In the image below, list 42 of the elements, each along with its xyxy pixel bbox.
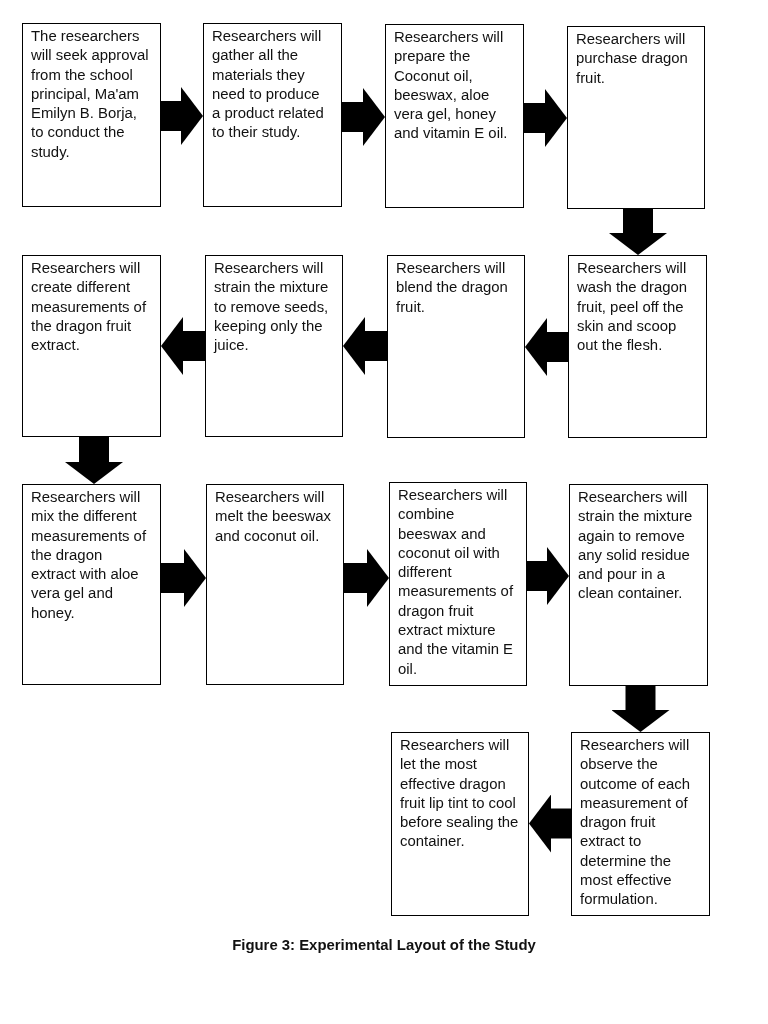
step-text: Researchers will combine beeswax and coconut oil with different measurements of dragon fruit extract mixture and the vitamin E oil. (398, 486, 515, 679)
block-arrow (524, 89, 567, 147)
step-text: Researchers will gather all the materials they need to produce a product related to their study. (212, 27, 325, 143)
step-text: Researchers will strain the mixture again to remove any solid residue and pour in a clean container. (578, 488, 694, 604)
block-arrow (525, 318, 568, 376)
block-arrow (161, 317, 205, 375)
step-text: Researchers will create different measurements of the dragon fruit extract. (31, 259, 148, 356)
block-arrow (342, 88, 385, 146)
process-box (391, 732, 529, 916)
block-arrow (609, 209, 667, 255)
step-text: The researchers will seek approval from the school principal, Ma'am Emilyn B. Borja, to conduct the study. (31, 27, 150, 162)
process-box (203, 23, 342, 207)
step-text: Researchers will blend the dragon fruit. (396, 259, 509, 317)
block-arrow (65, 437, 123, 484)
process-box (569, 484, 708, 686)
process-box (387, 255, 525, 438)
process-box (568, 255, 707, 438)
step-text: Researchers will wash the dragon fruit, peel off the skin and scoop out the flesh. (577, 259, 689, 356)
block-arrow (161, 87, 203, 145)
block-arrow (611, 686, 670, 732)
block-arrow (527, 547, 569, 605)
process-box (206, 484, 344, 685)
step-text: Researchers will purchase dragon fruit. (576, 30, 689, 88)
step-text: Researchers will melt the beeswax and coconut oil. (215, 488, 332, 546)
process-box (567, 26, 705, 209)
process-box (571, 732, 710, 916)
process-box (22, 23, 161, 207)
step-text: Researchers will observe the outcome of each measurement of dragon fruit extract to determine the most effective formulation. (580, 736, 692, 910)
block-arrow (343, 317, 387, 375)
step-text: Researchers will prepare the Coconut oil, beeswax, aloe vera gel, honey and vitamin E oil. (394, 28, 509, 144)
step-text: Researchers will strain the mixture to remove seeds, keeping only the juice. (214, 259, 330, 356)
process-box (22, 484, 161, 685)
block-arrow (529, 794, 571, 853)
step-text: Researchers will mix the different measurements of the dragon extract with aloe vera gel and honey. (31, 488, 148, 623)
process-box (385, 24, 524, 208)
process-box (389, 482, 527, 686)
block-arrow (161, 549, 206, 607)
block-arrow (344, 549, 389, 607)
figure-caption: Figure 3: Experimental Layout of the Study (231, 936, 537, 955)
process-box (205, 255, 343, 437)
step-text: Researchers will let the most effective dragon fruit lip tint to cool before sealing the container. (400, 736, 520, 852)
process-box (22, 255, 161, 437)
